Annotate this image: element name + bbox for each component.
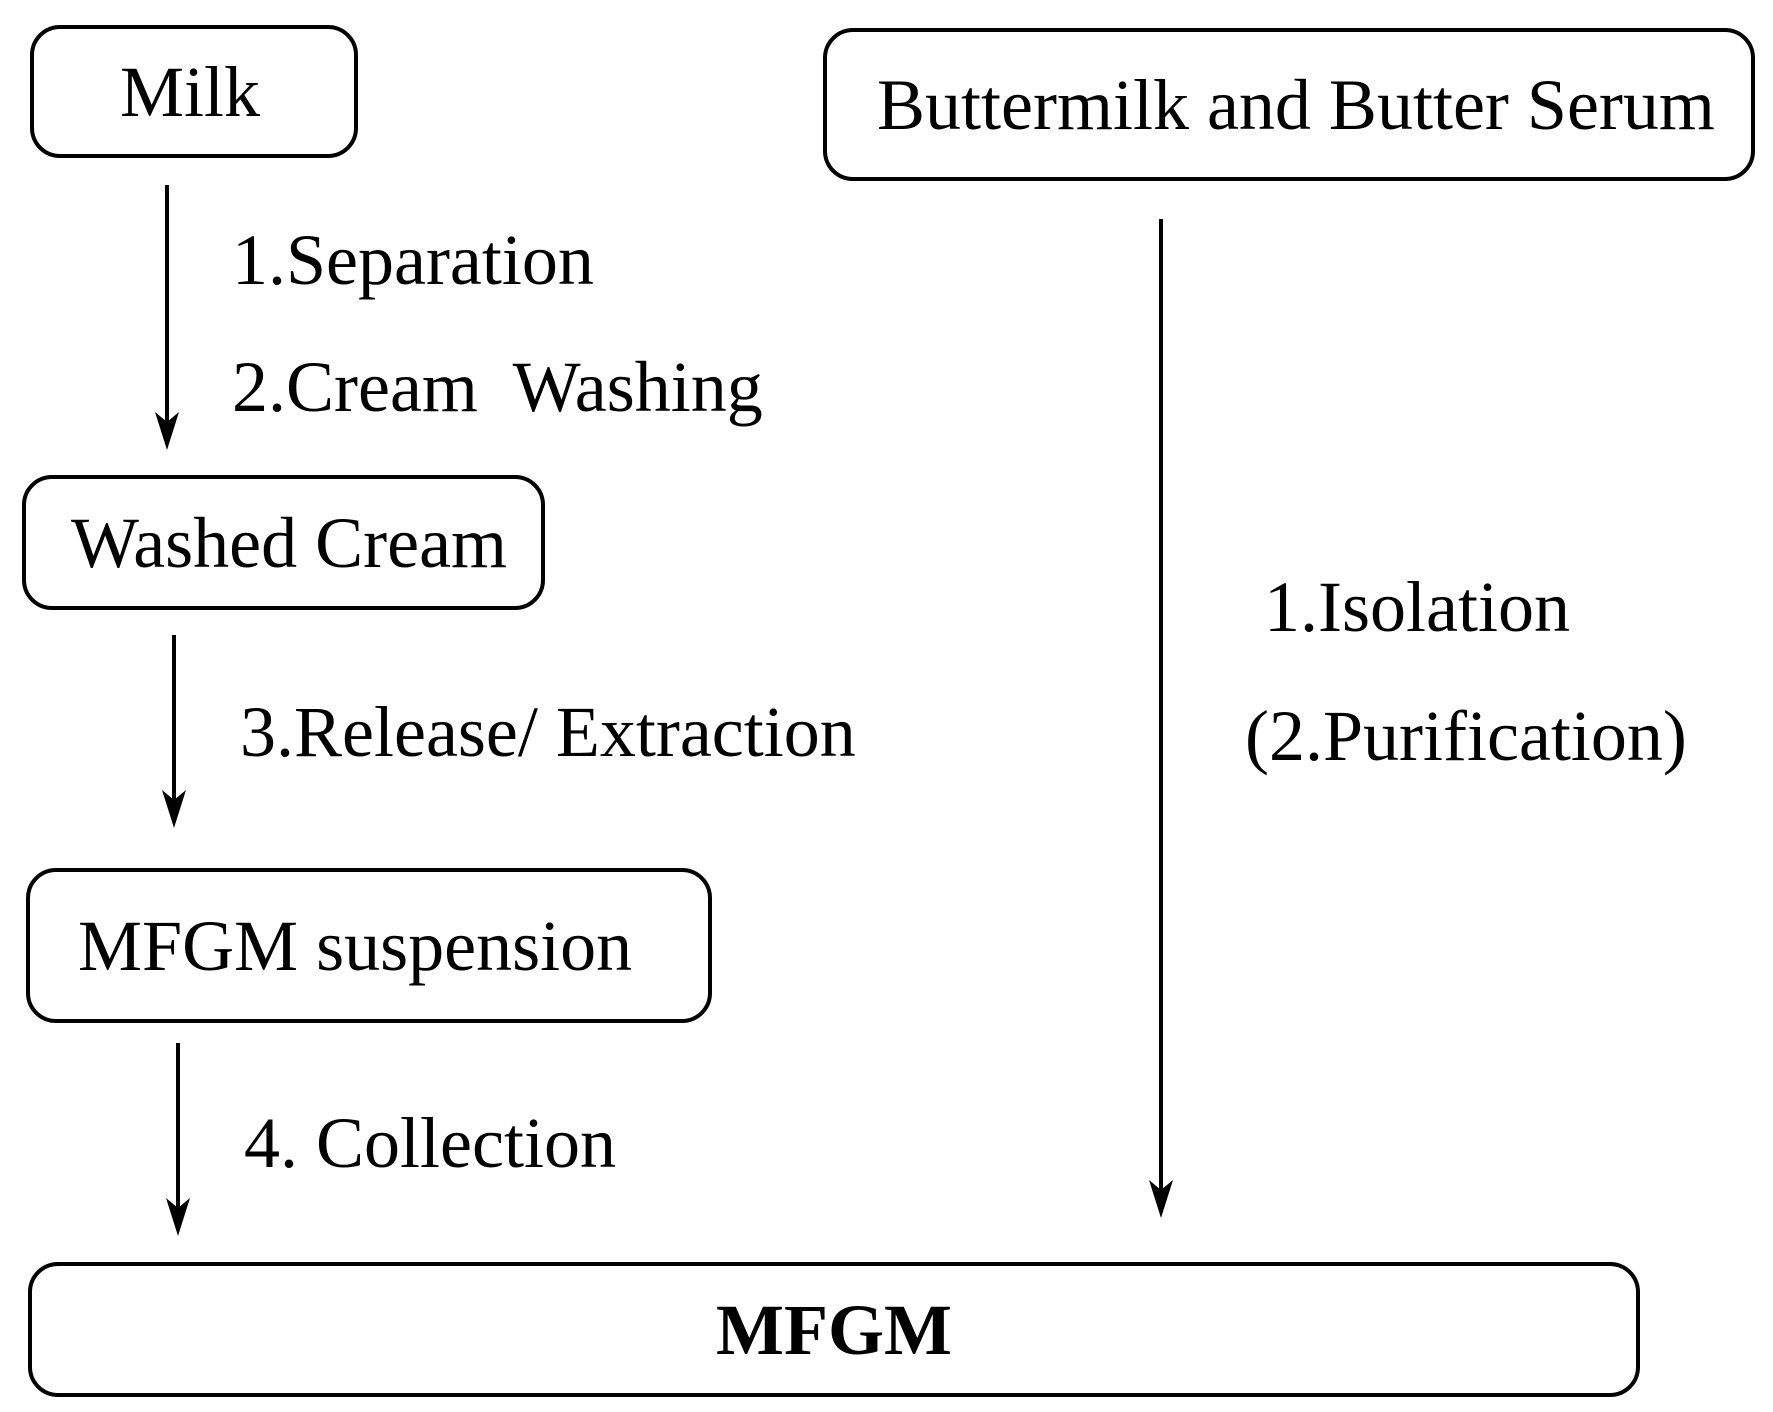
node-buttermilk-butter-serum-label: Buttermilk and Butter Serum (877, 64, 1715, 145)
node-milk-label: Milk (120, 51, 261, 132)
node-mfgm: MFGM (28, 1262, 1640, 1397)
arrowhead-icon (162, 790, 186, 828)
node-mfgm-suspension: MFGM suspension (26, 868, 712, 1023)
node-mfgm-suspension-label: MFGM suspension (78, 905, 633, 986)
arrowhead-icon (166, 1198, 190, 1236)
step-purification: (2.Purification) (1245, 696, 1687, 776)
arrow-suspension-to-mfgm (166, 1043, 190, 1236)
arrow-buttermilk-to-mfgm (1149, 219, 1173, 1218)
step-cream-washing: 2.Cream Washing (232, 347, 763, 427)
node-washed-cream-label: Washed Cream (71, 502, 508, 583)
arrow-washed-cream-to-suspension (162, 635, 186, 828)
step-collection: 4. Collection (244, 1103, 616, 1183)
step-release-extraction: 3.Release/ Extraction (240, 692, 856, 772)
step-isolation: 1.Isolation (1264, 567, 1570, 647)
step-separation: 1.Separation (232, 220, 594, 300)
node-mfgm-label: MFGM (716, 1289, 952, 1370)
node-buttermilk-butter-serum: Buttermilk and Butter Serum (823, 28, 1755, 181)
node-milk: Milk (30, 25, 358, 158)
arrowhead-icon (1149, 1180, 1173, 1218)
arrowhead-icon (155, 412, 179, 450)
node-washed-cream: Washed Cream (22, 475, 545, 610)
arrow-milk-to-washed-cream (155, 185, 179, 450)
